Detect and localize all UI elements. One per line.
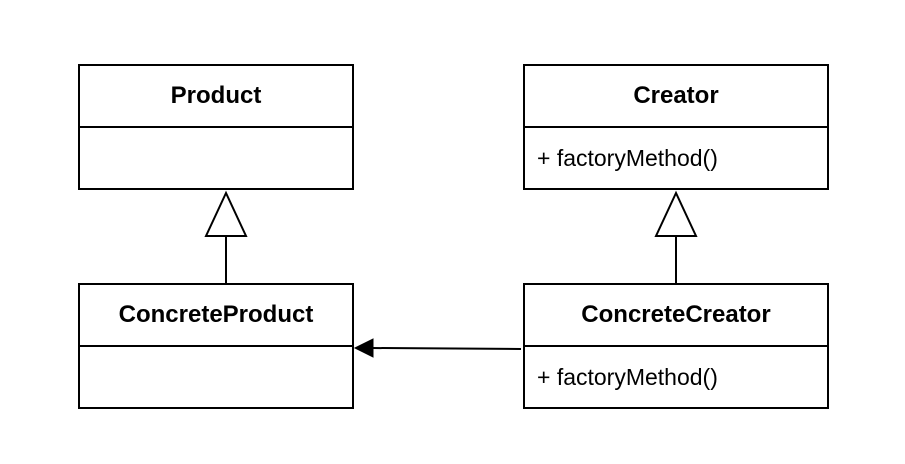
class-name-creator: Creator: [525, 66, 827, 128]
association-line: [371, 347, 522, 350]
class-concrete-creator: ConcreteCreator + factoryMethod(): [523, 283, 829, 409]
class-method-concrete-creator: + factoryMethod(): [537, 363, 718, 390]
inheritance-arrowhead-product: [204, 190, 248, 237]
class-body-product: [80, 128, 352, 188]
class-body-concrete-product: [80, 347, 352, 407]
class-concrete-product: ConcreteProduct: [78, 283, 354, 409]
class-method-creator: + factoryMethod(): [537, 144, 718, 171]
class-product: Product: [78, 64, 354, 190]
class-name-concrete-product: ConcreteProduct: [80, 285, 352, 347]
class-name-concrete-creator: ConcreteCreator: [525, 285, 827, 347]
association-arrowhead: [353, 338, 374, 358]
class-name-product: Product: [80, 66, 352, 128]
inheritance-arrowhead-creator: [654, 190, 698, 237]
class-creator: Creator + factoryMethod(): [523, 64, 829, 190]
